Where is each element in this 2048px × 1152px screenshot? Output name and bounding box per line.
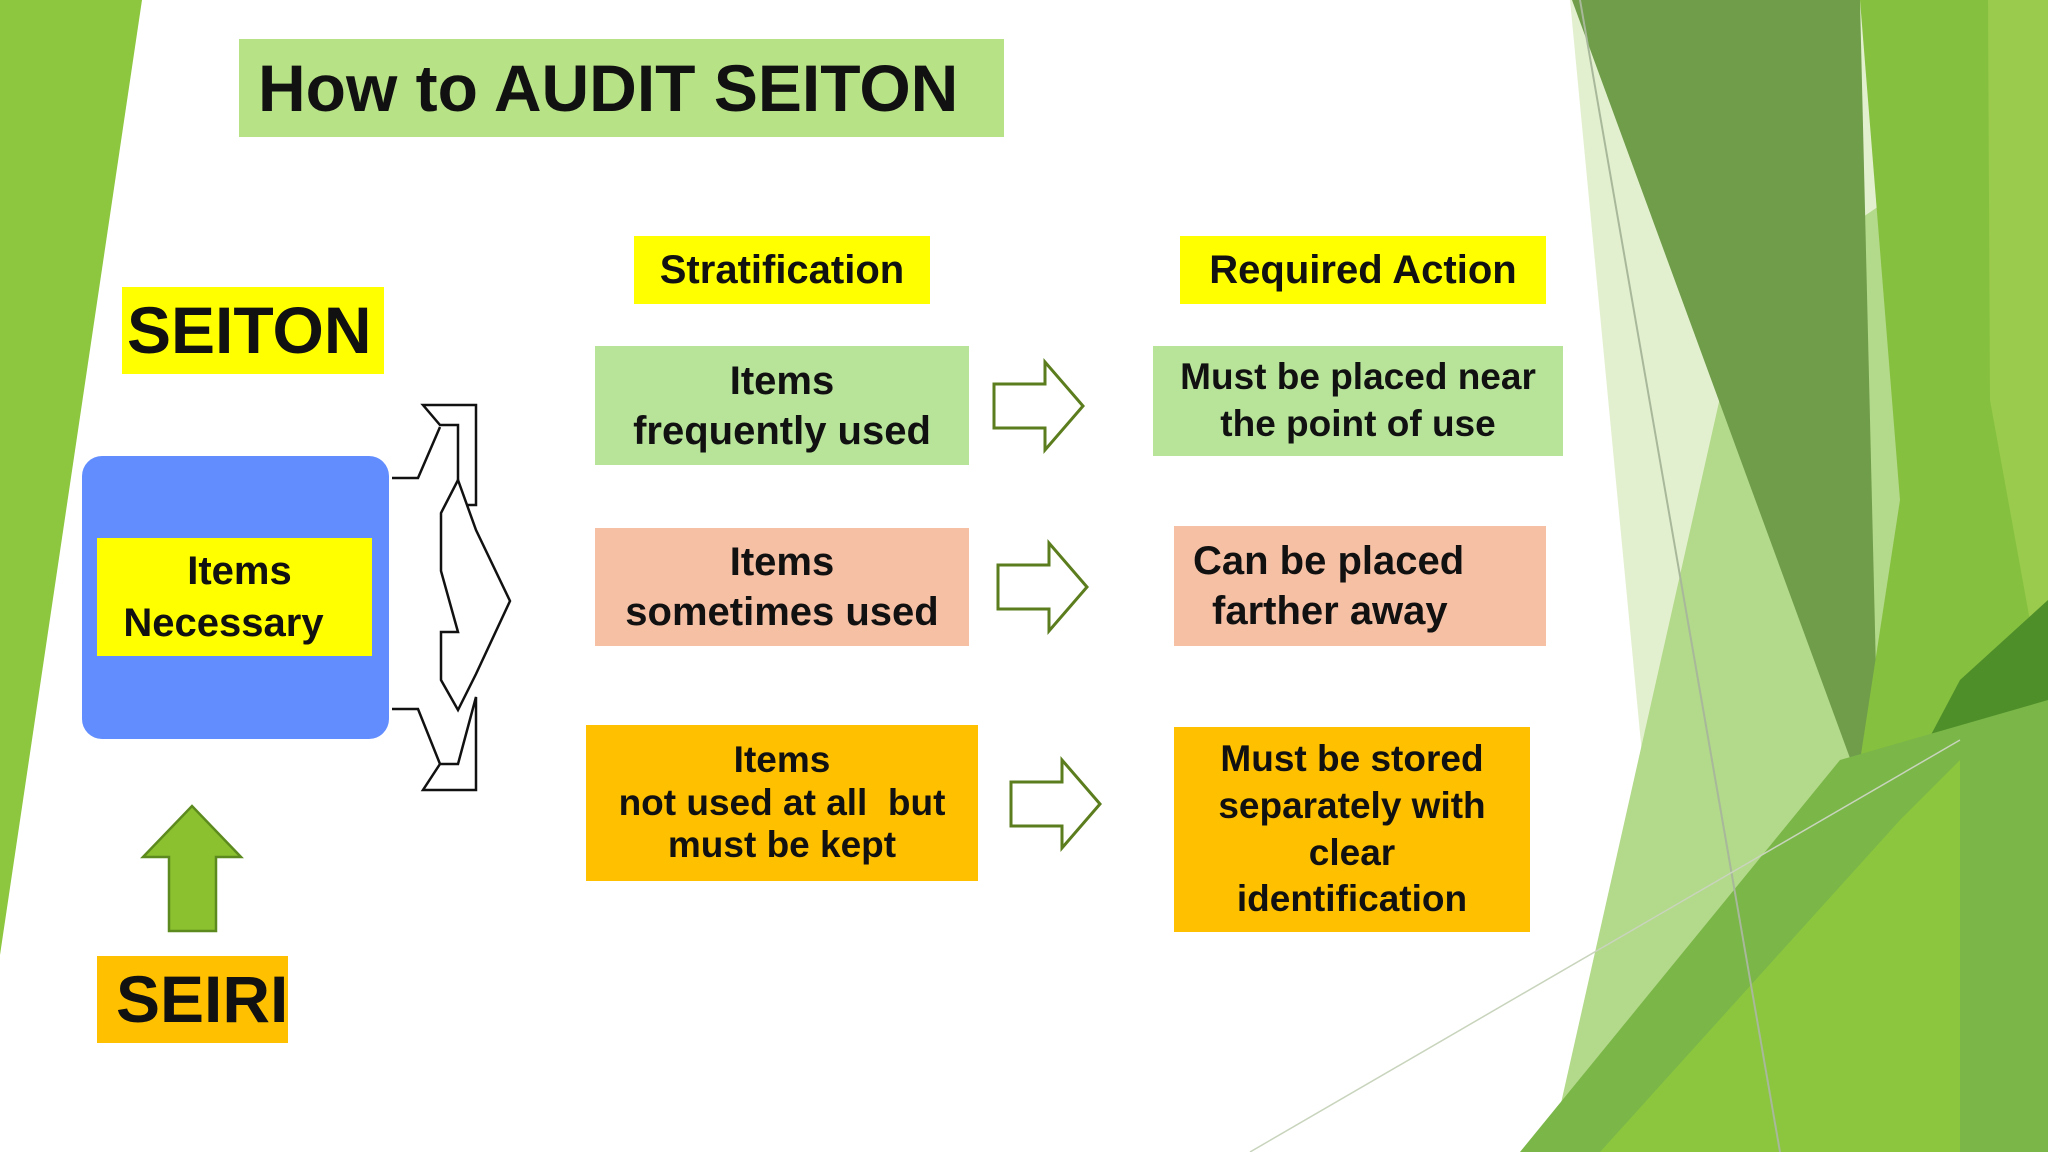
page-title: How to AUDIT SEITON bbox=[239, 39, 1004, 137]
stratification-sometimes-used: Items sometimes used bbox=[595, 528, 969, 646]
items-necessary-line-1: Items bbox=[187, 549, 292, 593]
action-1-line-1: Must be placed near bbox=[1180, 356, 1536, 398]
stratification-not-used: Items not used at all but must be kept bbox=[586, 725, 978, 881]
items-necessary-box: Items Necessary bbox=[97, 538, 372, 656]
stratification-header: Stratification bbox=[634, 236, 930, 304]
items-necessary-line-2: Necessary bbox=[123, 601, 324, 645]
action-2-line-2: farther away bbox=[1212, 589, 1448, 633]
stratification-3-line-1: Items bbox=[733, 739, 831, 781]
stratification-3-line-2: not used at all but bbox=[618, 781, 946, 823]
required-action-header-text: Required Action bbox=[1209, 247, 1517, 292]
seiton-label: SEITON bbox=[122, 287, 384, 374]
action-place-near: Must be placed near the point of use bbox=[1153, 346, 1563, 456]
action-3-line-1: Must be stored bbox=[1220, 737, 1484, 779]
action-store-separately: Must be stored separately with clear ide… bbox=[1174, 727, 1530, 932]
action-3-line-4: identification bbox=[1236, 878, 1468, 920]
action-3-line-2: separately with bbox=[1218, 784, 1486, 826]
stratification-1-line-2: frequently used bbox=[633, 408, 931, 453]
stratification-2-line-1: Items bbox=[729, 540, 835, 584]
seiri-label: SEIRI bbox=[97, 956, 288, 1043]
stratification-header-text: Stratification bbox=[659, 247, 905, 292]
page-title-text: How to AUDIT SEITON bbox=[258, 50, 959, 125]
left-green-wedge bbox=[0, 0, 142, 955]
seiton-label-text: SEITON bbox=[127, 293, 372, 368]
stratification-frequently-used: Items frequently used bbox=[595, 346, 969, 465]
required-action-header: Required Action bbox=[1180, 236, 1546, 304]
stratification-3-line-3: must be kept bbox=[667, 824, 897, 866]
action-2-line-1: Can be placed bbox=[1193, 539, 1465, 583]
action-place-farther: Can be placed farther away bbox=[1174, 526, 1546, 646]
right-panel-bright bbox=[1988, 0, 2048, 720]
right-panel-dark bbox=[1572, 0, 1880, 840]
action-3-line-3: clear bbox=[1308, 831, 1396, 873]
right-panel-highlight bbox=[1600, 760, 1960, 1152]
stratification-2-line-2: sometimes used bbox=[625, 590, 939, 634]
seiri-label-text: SEIRI bbox=[116, 962, 289, 1037]
action-1-line-2: the point of use bbox=[1220, 403, 1496, 444]
stratification-1-line-1: Items bbox=[729, 358, 835, 403]
